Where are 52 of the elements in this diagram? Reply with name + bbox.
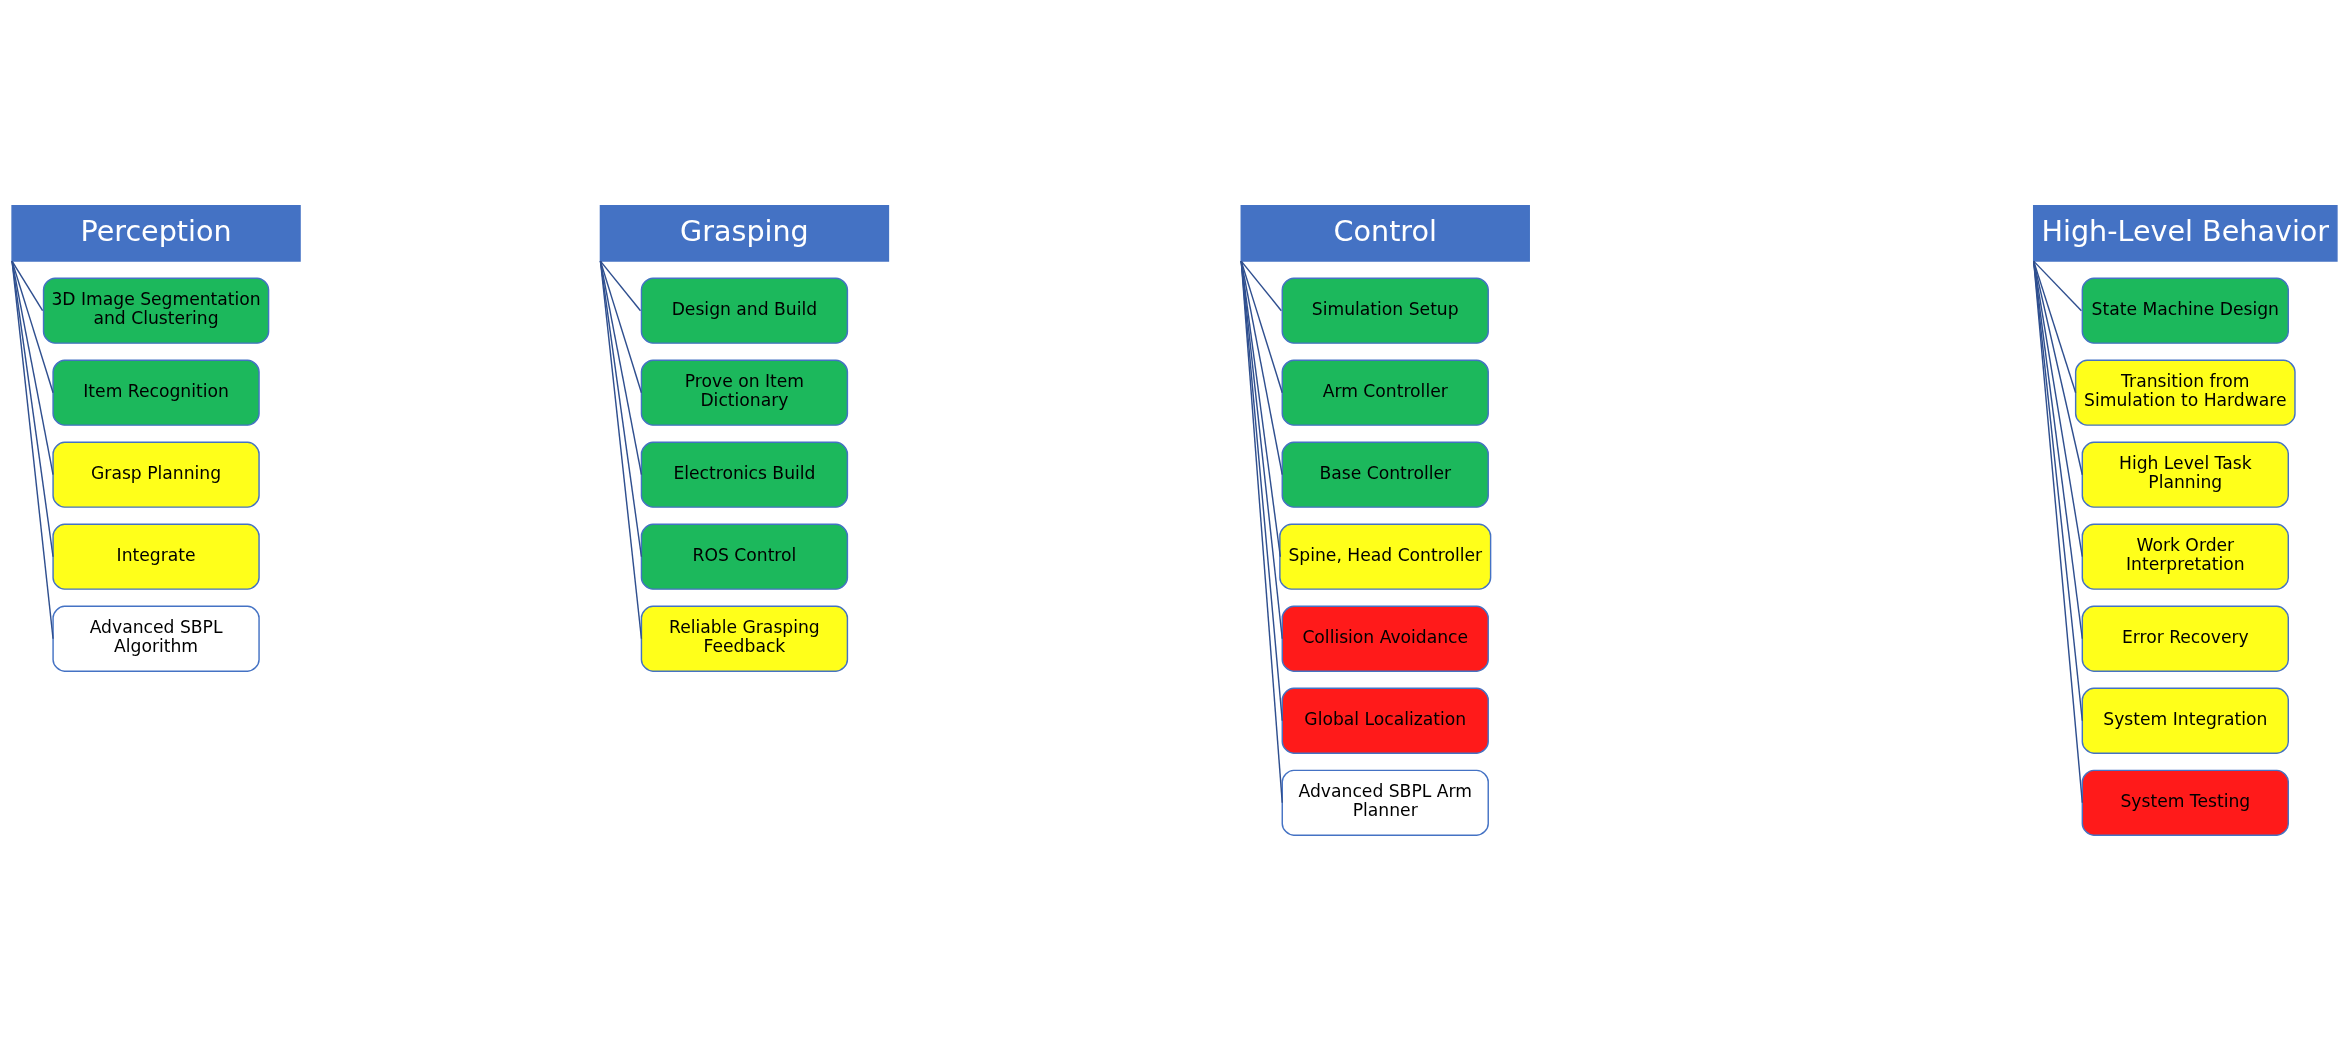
connector — [1240, 260, 1283, 640]
node-box: Perception — [11, 205, 301, 262]
connector — [2032, 260, 2083, 312]
node-box: 3D Image Segmentation and Clustering — [42, 277, 270, 344]
node-box: ROS Control — [640, 523, 849, 590]
connector — [1240, 260, 1283, 394]
connector — [599, 260, 643, 394]
node-box: High-Level Behavior — [2032, 205, 2338, 262]
node-box: Grasping — [599, 205, 890, 262]
connector — [599, 260, 643, 476]
node-box: Item Recognition — [52, 359, 260, 426]
node-box: Arm Controller — [1281, 359, 1489, 426]
connector — [1240, 260, 1283, 476]
node-box: Prove on Item Dictionary — [640, 359, 849, 426]
connector — [11, 260, 44, 312]
connector — [2032, 260, 2084, 804]
connector — [2032, 260, 2077, 394]
node-box: Electronics Build — [640, 441, 849, 508]
node-box: Spine, Head Controller — [1279, 523, 1492, 590]
connector — [2032, 260, 2084, 476]
node-box: Design and Build — [640, 277, 849, 344]
connector — [599, 260, 643, 640]
node-box: System Integration — [2081, 687, 2289, 754]
node-box: Work Order Interpretation — [2081, 523, 2289, 590]
node-box: Error Recovery — [2081, 605, 2289, 672]
node-box: System Testing — [2081, 769, 2289, 836]
node-box: Simulation Setup — [1281, 277, 1489, 344]
connector — [11, 260, 54, 476]
node-box: High Level Task Planning — [2081, 441, 2289, 508]
connector — [1240, 260, 1282, 558]
node-box: Transition from Simulation to Hardware — [2074, 359, 2296, 426]
node-box: Base Controller — [1281, 441, 1489, 508]
node-box: Collision Avoidance — [1281, 605, 1489, 672]
node-box: Advanced SBPL Algorithm — [52, 605, 260, 672]
node-box: Reliable Grasping Feedback — [640, 605, 849, 672]
connector — [2032, 260, 2084, 640]
connector — [11, 260, 54, 640]
node-box: Global Localization — [1281, 687, 1489, 754]
connector — [2032, 260, 2084, 722]
connector — [1240, 260, 1283, 722]
connector — [2032, 260, 2084, 558]
connector — [599, 260, 643, 558]
connector — [599, 260, 642, 312]
connector — [1240, 260, 1283, 804]
node-box: Advanced SBPL Arm Planner — [1281, 769, 1489, 836]
node-box: State Machine Design — [2081, 277, 2289, 344]
connector — [1240, 260, 1282, 312]
connector — [11, 260, 54, 558]
node-box: Grasp Planning — [52, 441, 260, 508]
node-box: Control — [1240, 205, 1530, 262]
connector — [11, 260, 54, 394]
node-box: Integrate — [52, 523, 260, 590]
